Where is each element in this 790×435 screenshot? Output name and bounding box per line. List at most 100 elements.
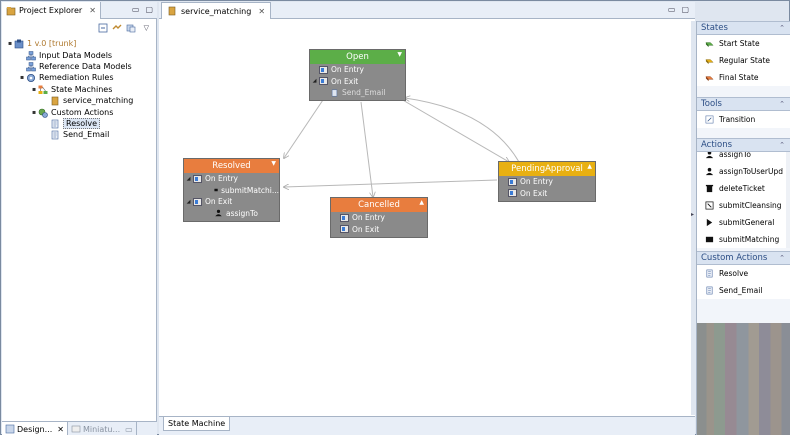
on-exit-row[interactable]: On Exit (499, 188, 595, 200)
tree-item[interactable]: Input Data Models (6, 49, 156, 60)
tree-item[interactable]: ▪1 v.0 [trunk] (6, 38, 156, 49)
close-icon[interactable]: ✕ (89, 6, 96, 15)
palette-item-submitgeneral[interactable]: submitGeneral (697, 214, 790, 231)
transition-open-pending[interactable] (388, 91, 509, 162)
minimize-icon[interactable]: ▭ (125, 424, 133, 434)
diagram-canvas[interactable]: Open ▼ On Entry ◢On Exit Send_Email Reso… (159, 20, 689, 416)
tab-state-machine-label: State Machine (168, 419, 226, 428)
palette-item-resolve[interactable]: Resolve (697, 265, 790, 282)
palette-item-assigntouserupd[interactable]: assignToUserUpd (697, 163, 790, 180)
collapse-all-icon[interactable] (98, 23, 108, 33)
transition-pending-open[interactable] (405, 98, 520, 163)
tab-service-matching[interactable]: service_matching ✕ (161, 2, 272, 19)
expand-icon[interactable]: ▪ (19, 74, 25, 82)
tree-item-label: Resolve (63, 117, 101, 129)
link-editor-icon[interactable] (112, 23, 122, 33)
tree-item[interactable]: ▪State Machines (6, 84, 156, 95)
on-entry-row[interactable]: ◢On Entry (186, 174, 238, 184)
expand-icon[interactable]: ▪ (31, 85, 37, 93)
tab-state-machine[interactable]: State Machine (163, 417, 231, 431)
palette-item-submitmatching[interactable]: submitMatching (697, 231, 790, 248)
palette-item-label: Start State (719, 39, 760, 48)
expand-icon[interactable]: ▪ (31, 108, 37, 116)
action-label: submitMatchi... (221, 185, 279, 195)
gear-icon (26, 73, 36, 83)
event-icon (508, 189, 517, 198)
palette-item-deleteticket[interactable]: deleteTicket (697, 180, 790, 197)
palette-header-tools[interactable]: Tools⌃ (697, 97, 790, 111)
tree-item[interactable]: service_matching (6, 95, 156, 106)
palette-item-regular-state[interactable]: Regular State (697, 52, 790, 69)
action-row[interactable]: Send_Email (310, 87, 405, 99)
palette-splitter[interactable] (691, 21, 696, 415)
collapse-icon[interactable]: ⌃ (779, 100, 785, 108)
explorer-toolbar: ▽ (2, 20, 157, 36)
tab-design[interactable]: Design... ✕ (2, 422, 68, 435)
close-icon[interactable]: ✕ (57, 424, 64, 434)
palette-item-transition[interactable]: Transition (697, 111, 790, 128)
custom-actions-icon (38, 108, 48, 118)
tab-label: Project Explorer (19, 6, 83, 15)
tree-item-label: Send_Email (63, 130, 110, 140)
state-title: Open (346, 52, 369, 62)
transition-open-resolved[interactable] (284, 90, 330, 158)
palette-item-submitcleansing[interactable]: submitCleansing (697, 197, 790, 214)
collapse-icon[interactable]: ⌃ (779, 24, 785, 32)
state-menu-icon[interactable]: ▲ (419, 199, 424, 206)
palette-header-actions[interactable]: Actions ⌃ (697, 138, 790, 152)
view-menu-icon[interactable]: ▽ (143, 24, 149, 32)
explorer-bottom-tabs: Design... ✕ Miniatu... ▭ (2, 421, 157, 435)
regular-state-icon (705, 56, 714, 65)
view-window-buttons: ▭ ▢ (132, 5, 153, 14)
palette-item-send-email[interactable]: Send_Email (697, 282, 790, 299)
minimize-icon[interactable]: ▭ (667, 5, 676, 14)
collapse-icon[interactable]: ⌃ (779, 141, 785, 149)
action-row[interactable]: assignTo (184, 208, 279, 220)
state-menu-icon[interactable]: ▼ (397, 51, 402, 58)
section-title: Actions (701, 140, 733, 150)
transition-pending-resolved[interactable] (284, 179, 498, 187)
tree-item[interactable]: ▪Remediation Rules (6, 72, 156, 83)
tree-item[interactable]: Resolve (6, 117, 156, 129)
palette-item-start-state[interactable]: Start State (697, 35, 790, 52)
palette-header-states[interactable]: States⌃ (697, 21, 790, 35)
maximize-icon[interactable]: ▢ (681, 5, 689, 14)
state-pending-approval[interactable]: PendingApproval ▲ On Entry On Exit (498, 161, 596, 202)
tab-miniature[interactable]: Miniatu... ▭ (68, 422, 137, 435)
transition-open-cancelled[interactable] (360, 101, 373, 197)
state-title: PendingApproval (511, 164, 583, 174)
minimize-icon[interactable]: ▭ (131, 5, 140, 14)
tab-project-explorer[interactable]: Project Explorer ✕ (2, 2, 101, 19)
collapse-icon[interactable]: ⌃ (779, 254, 785, 262)
editor-bottom-tabs: State Machine (159, 416, 695, 435)
expand-icon[interactable]: ▪ (7, 40, 13, 48)
script-icon (50, 130, 60, 140)
state-resolved[interactable]: Resolved ▼ ◢On Entry submitMatchi... ◢On… (183, 158, 280, 222)
on-exit-row[interactable]: On Exit (331, 224, 427, 236)
actions-scrollbar[interactable] (786, 152, 790, 248)
on-entry-row[interactable]: On Entry (499, 176, 595, 188)
close-icon[interactable]: ✕ (258, 6, 266, 16)
maximize-icon[interactable]: ▢ (145, 5, 153, 14)
state-menu-icon[interactable]: ▼ (271, 160, 276, 167)
palette-item-final-state[interactable]: Final State (697, 69, 790, 86)
on-entry-row[interactable]: On Entry (310, 64, 405, 76)
tree-item[interactable]: ▪Custom Actions (6, 106, 156, 118)
tree-item[interactable]: Send_Email (6, 129, 156, 140)
on-entry-row[interactable]: On Entry (331, 212, 427, 224)
tree-item[interactable]: Reference Data Models (6, 61, 156, 72)
sync-icon[interactable] (126, 23, 136, 33)
state-title: Resolved (212, 161, 251, 171)
start-state-icon (705, 39, 714, 48)
on-exit-row[interactable]: ◢On Exit (312, 76, 359, 86)
palette-item-label: Send_Email (719, 286, 763, 295)
action-row[interactable]: submitMatchi... (184, 185, 279, 197)
user-icon (215, 210, 222, 217)
palette-header-custom-actions[interactable]: Custom Actions⌃ (697, 251, 790, 265)
state-open[interactable]: Open ▼ On Entry ◢On Exit Send_Email (309, 49, 406, 101)
state-menu-icon[interactable]: ▲ (587, 163, 592, 170)
state-cancelled[interactable]: Cancelled ▲ On Entry On Exit (330, 197, 428, 238)
on-exit-row[interactable]: ◢On Exit (186, 197, 233, 207)
